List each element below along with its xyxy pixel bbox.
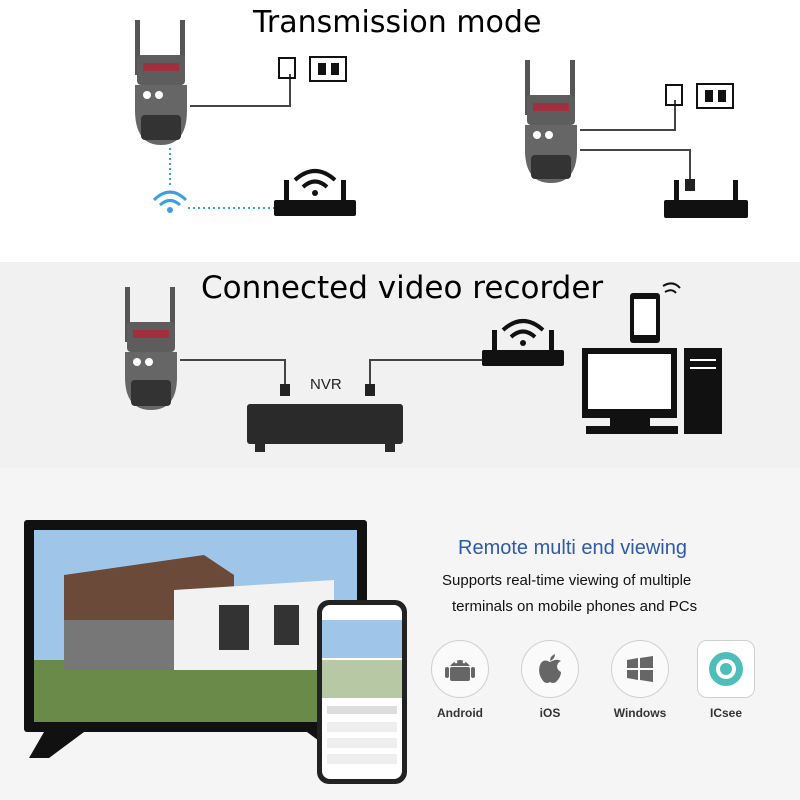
pc-and-phone-icon <box>582 282 722 434</box>
recorder-title: Connected video recorder <box>201 270 604 306</box>
platform-windows: Windows <box>607 640 673 720</box>
remote-description-line-2: terminals on mobile phones and PCs <box>452 598 698 615</box>
remote-description-line-1: Supports real-time viewing of multiple <box>442 572 692 589</box>
dual-lens-camera-wired <box>525 60 577 183</box>
icsee-app-icon <box>697 640 755 698</box>
platform-android: Android <box>427 640 493 720</box>
power-adapter-icon-2 <box>665 83 734 109</box>
platform-icsee: ICsee <box>693 640 759 720</box>
dual-lens-camera-wireless <box>135 20 187 145</box>
nvr-box <box>247 404 403 452</box>
wifi-link <box>152 148 278 213</box>
apple-icon <box>521 640 579 698</box>
transmission-title: Transmission mode <box>253 5 542 40</box>
wired-cables <box>580 100 695 191</box>
tv-monitor <box>24 520 367 758</box>
platform-ios-label: iOS <box>539 706 561 720</box>
android-icon <box>431 640 489 698</box>
smartphone <box>317 600 407 784</box>
router-icon-nvr <box>482 319 564 366</box>
platform-windows-label: Windows <box>613 706 667 720</box>
power-adapter-icon <box>278 56 347 82</box>
router-icon <box>274 169 356 216</box>
dual-lens-camera-nvr <box>125 287 177 410</box>
platform-ios: iOS <box>517 640 583 720</box>
nvr-label: NVR <box>310 376 342 393</box>
router-icon-wired <box>664 180 748 218</box>
nvr-cables <box>180 359 490 396</box>
remote-title: Remote multi end viewing <box>458 537 687 559</box>
platform-icsee-label: ICsee <box>709 706 743 720</box>
power-cable <box>190 74 291 107</box>
windows-icon <box>611 640 669 698</box>
platform-android-label: Android <box>437 706 483 720</box>
